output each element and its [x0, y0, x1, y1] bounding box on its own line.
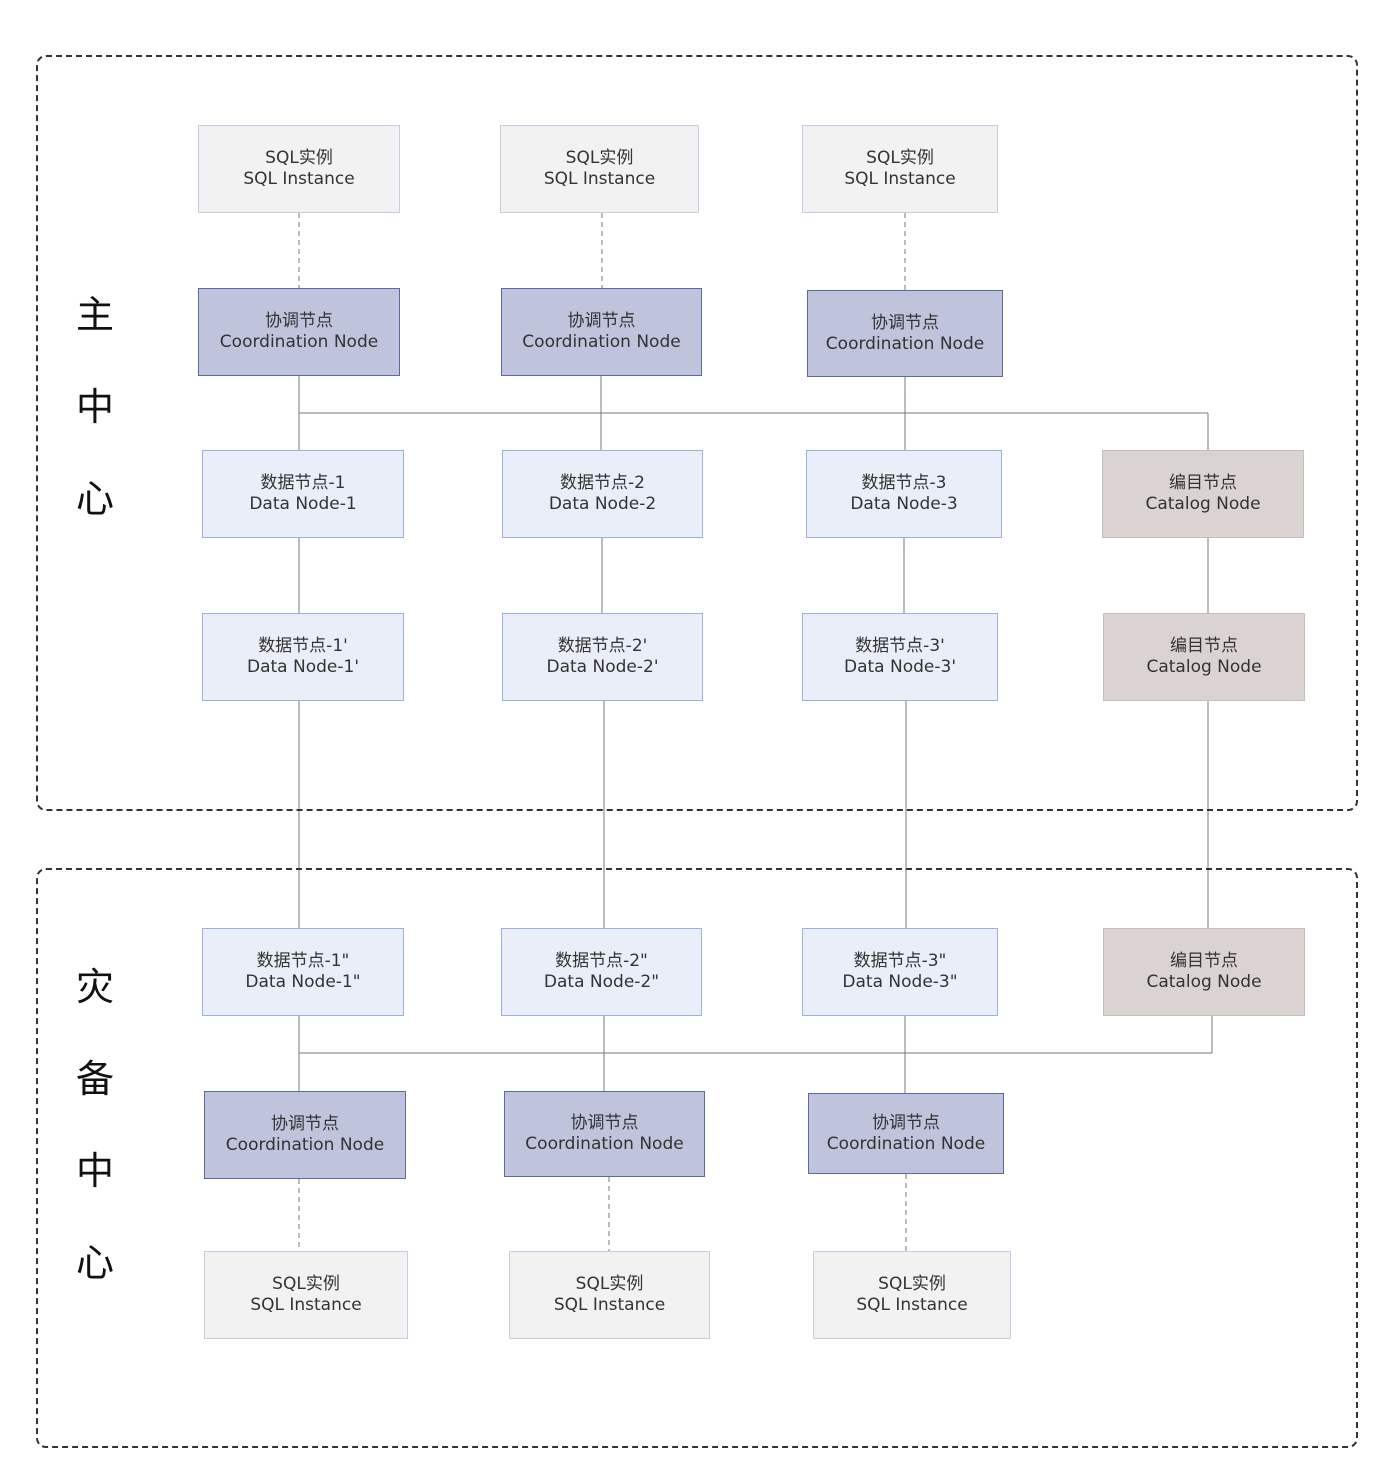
- disaster-recovery-label: 灾 备 中 心: [75, 965, 114, 1285]
- disaster-recovery-region: [36, 868, 1358, 1448]
- main-center-region: [36, 55, 1358, 811]
- dr-data-node-2: 数据节点-2"Data Node-2": [501, 928, 702, 1016]
- dr-data-node-3: 数据节点-3"Data Node-3": [802, 928, 998, 1016]
- data-node-2-replica: 数据节点-2'Data Node-2': [502, 613, 703, 701]
- dr-data-node-1: 数据节点-1"Data Node-1": [202, 928, 404, 1016]
- data-node-3-replica: 数据节点-3'Data Node-3': [802, 613, 998, 701]
- main-center-label: 主 中 心: [75, 293, 114, 521]
- data-node-1-replica: 数据节点-1'Data Node-1': [202, 613, 404, 701]
